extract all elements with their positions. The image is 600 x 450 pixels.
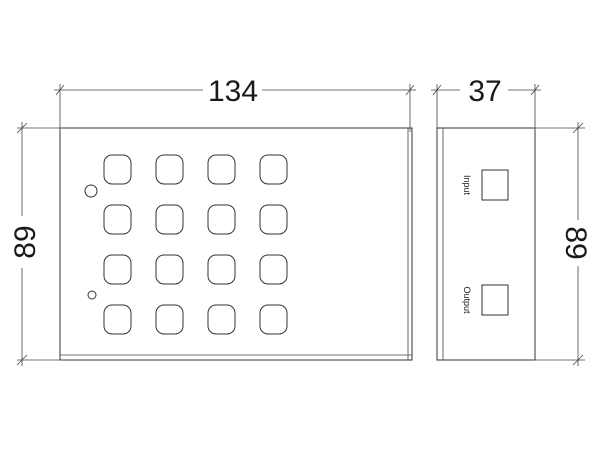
keypad-button (155, 254, 184, 285)
front-height-dimension: 89 (9, 122, 64, 366)
side-depth-label: 37 (468, 75, 501, 108)
side-height-dimension: 89 (531, 122, 592, 366)
front-panel-outline (59, 127, 413, 361)
keypad-button (207, 204, 236, 235)
keypad-button (259, 304, 288, 335)
side-panel-outline (436, 127, 536, 361)
dim-tick-bottom (16, 354, 28, 366)
indicator-led-top (84, 184, 98, 198)
keypad-button (259, 254, 288, 285)
keypad-button (103, 304, 132, 335)
dim-tick-side-top (572, 122, 584, 134)
keypad-button (103, 204, 132, 235)
keypad-button (155, 304, 184, 335)
side-depth-dimension: 37 (431, 75, 541, 132)
dim-tick-side-bottom (572, 354, 584, 366)
input-port-label: Input (462, 175, 472, 196)
keypad-button (103, 154, 132, 185)
front-width-dimension: 134 (54, 75, 416, 132)
side-height-label: 89 (559, 226, 592, 259)
side-view: Input Output (436, 127, 536, 361)
front-width-label: 134 (208, 75, 258, 108)
output-port-label: Output (462, 286, 472, 314)
keypad-button (155, 204, 184, 235)
keypad-button (207, 254, 236, 285)
dim-tick-side-right (530, 84, 540, 96)
dim-tick-right (405, 84, 415, 96)
input-port (481, 169, 509, 201)
keypad-grid (103, 154, 288, 335)
front-view (59, 127, 413, 361)
dim-tick-top (16, 122, 28, 134)
keypad-button (207, 304, 236, 335)
dim-tick-left (55, 84, 65, 96)
output-port (481, 284, 509, 316)
keypad-button (259, 204, 288, 235)
keypad-button (103, 254, 132, 285)
indicator-led-bottom (87, 290, 97, 300)
dim-tick-side-left (432, 84, 442, 96)
front-height-label: 89 (9, 225, 42, 258)
keypad-button (207, 154, 236, 185)
keypad-button (259, 154, 288, 185)
keypad-button (155, 154, 184, 185)
